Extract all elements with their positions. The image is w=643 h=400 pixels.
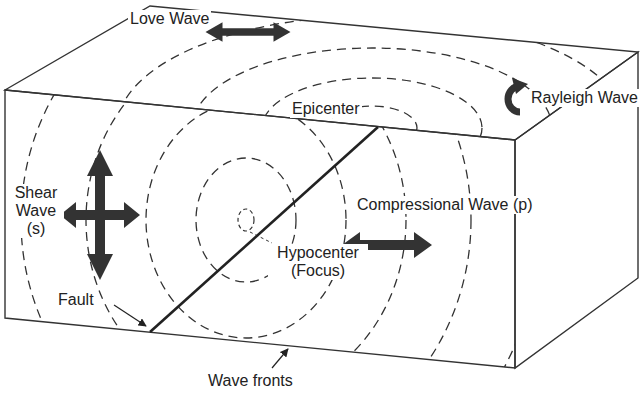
shear-arrow-vertical — [87, 150, 113, 280]
hypocenter-mark — [238, 209, 254, 231]
wave-fronts-leader — [272, 349, 288, 368]
wave-name-label: Love Wave — [128, 10, 211, 28]
wave-fronts-front — [0, 0, 541, 400]
rayleigh-arrow — [508, 78, 528, 112]
wave-name-label: Compressional Wave (p) — [355, 196, 534, 214]
love-wave-arrow — [206, 22, 291, 42]
part-label: Fault — [56, 291, 96, 309]
fault-line — [150, 127, 378, 332]
location-label: Epicenter — [290, 100, 362, 118]
wave-fronts-top — [117, 16, 627, 240]
fault-leader — [114, 305, 146, 326]
location-label: Hypocenter (Focus) — [268, 244, 368, 280]
wave-name-label: Shear Wave (s) — [8, 184, 64, 238]
part-label: Wave fronts — [206, 372, 295, 390]
motion-arrows — [60, 22, 432, 280]
block-outline — [5, 6, 638, 368]
wave-name-label: Rayleigh Wave — [529, 89, 640, 107]
